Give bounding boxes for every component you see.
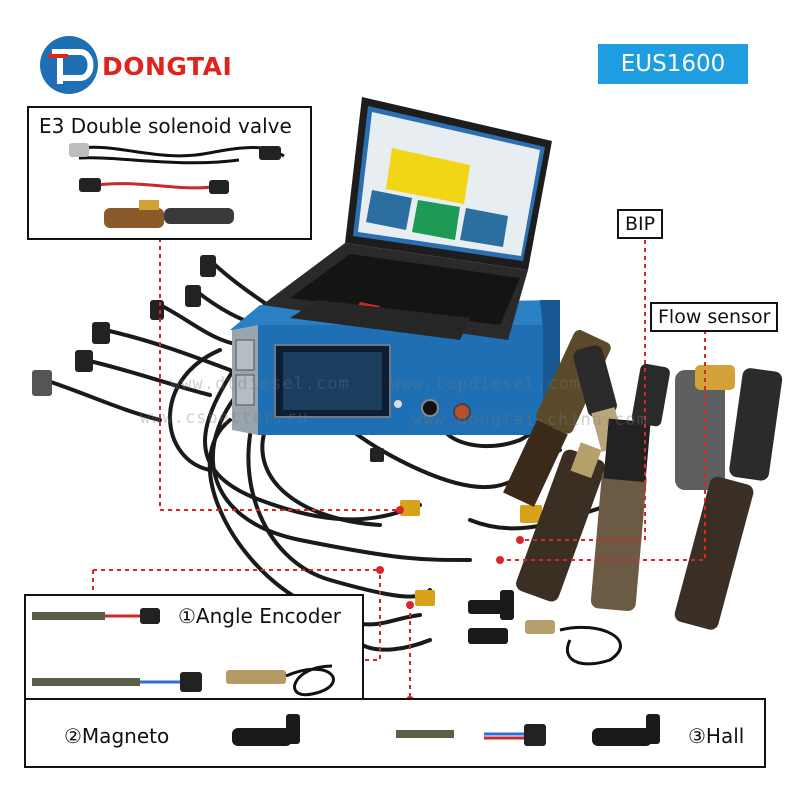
callout-lines	[92, 238, 706, 700]
dongtai-logo-icon	[40, 36, 98, 94]
cable-bundle	[43, 258, 612, 652]
watermark-2: www.topdiesel.com	[390, 374, 581, 394]
hall-cable	[396, 724, 546, 746]
callout-angle-label: ①Angle Encoder	[178, 604, 341, 628]
callout-flow-sensor: Flow sensor	[650, 302, 779, 332]
callout-bip-label: BIP	[625, 213, 656, 235]
solenoid-valve-harness	[69, 143, 285, 228]
sensor-panel-bottom: ②Magneto ③Hall	[24, 698, 766, 768]
callout-flow-label: Flow sensor	[658, 306, 771, 328]
watermark-4: www.dongtai-china.com	[412, 410, 648, 430]
magneto-sensor	[232, 714, 300, 746]
model-badge: EUS1600	[598, 44, 748, 84]
sensor-panel: ①Angle Encoder	[24, 594, 364, 700]
brand-name: DONGTAI	[102, 52, 233, 81]
watermark-1: www.dtdiesel.com	[170, 374, 350, 394]
angle-encoder-sensor	[226, 664, 335, 697]
hall-sensor	[592, 714, 660, 746]
laptop	[262, 97, 552, 340]
callout-hall-label: ③Hall	[688, 724, 745, 748]
angle-encoder-cable	[32, 608, 160, 624]
sensors	[468, 590, 622, 666]
callout-magneto-label: ②Magneto	[64, 724, 170, 748]
magneto-cable	[32, 672, 202, 692]
connector-plugs	[32, 255, 542, 606]
callout-e3-box: E3 Double solenoid valve	[27, 106, 312, 240]
callout-e3-label: E3 Double solenoid valve	[39, 114, 292, 138]
injectors	[503, 330, 783, 630]
watermark-3: www.csbetter.ru	[140, 408, 309, 428]
callout-bip: BIP	[617, 209, 664, 239]
